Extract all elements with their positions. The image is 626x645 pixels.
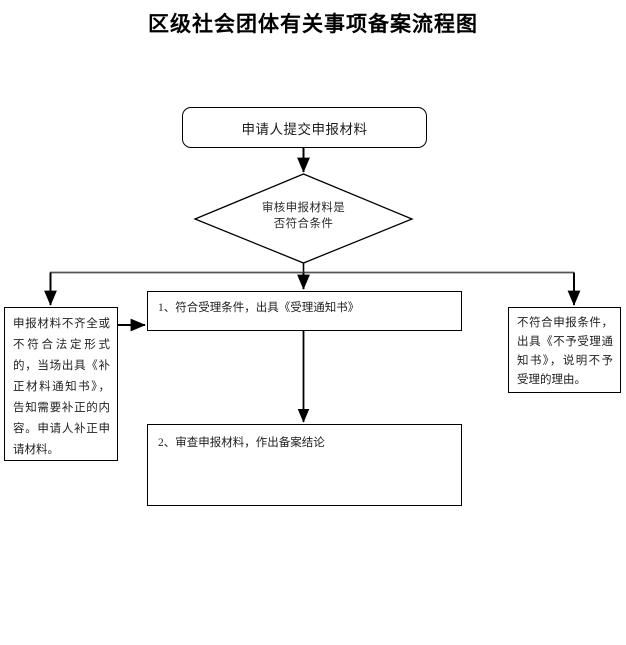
node-decision-label-line1: 审核申报材料是 (261, 202, 346, 214)
node-final-review-conclusion[interactable]: 2、审查申报材料，作出备案结论 (147, 424, 462, 506)
node-decision-label: 审核申报材料是 否符合条件 (195, 200, 412, 232)
node-branch-accepted[interactable]: 1、符合受理条件，出具《受理通知书》 (147, 291, 462, 331)
node-branch-incomplete-materials[interactable]: 申报材料不齐全或不符合法定形式的，当场出具《补正材料通知书》，告知需要补正的内容… (4, 307, 118, 461)
node-final-label: 2、审查申报材料，作出备案结论 (158, 437, 325, 449)
node-decision-review-materials[interactable]: 审核申报材料是 否符合条件 (195, 174, 412, 264)
node-branch-rejected-label: 不符合申报条件，出具《不予受理通知书》，说明不予受理的理由。 (517, 317, 613, 386)
node-branch-accepted-label: 1、符合受理条件，出具《受理通知书》 (158, 302, 360, 314)
node-branch-incomplete-label: 申报材料不齐全或不符合法定形式的，当场出具《补正材料通知书》，告知需要补正的内容… (13, 318, 110, 456)
page-title: 区级社会团体有关事项备案流程图 (148, 12, 478, 36)
node-start-label: 申请人提交申报材料 (241, 121, 368, 137)
node-start-submit-materials[interactable]: 申请人提交申报材料 (182, 107, 427, 148)
node-branch-rejected[interactable]: 不符合申报条件，出具《不予受理通知书》，说明不予受理的理由。 (508, 307, 621, 393)
node-decision-label-line2: 否符合条件 (273, 218, 334, 230)
